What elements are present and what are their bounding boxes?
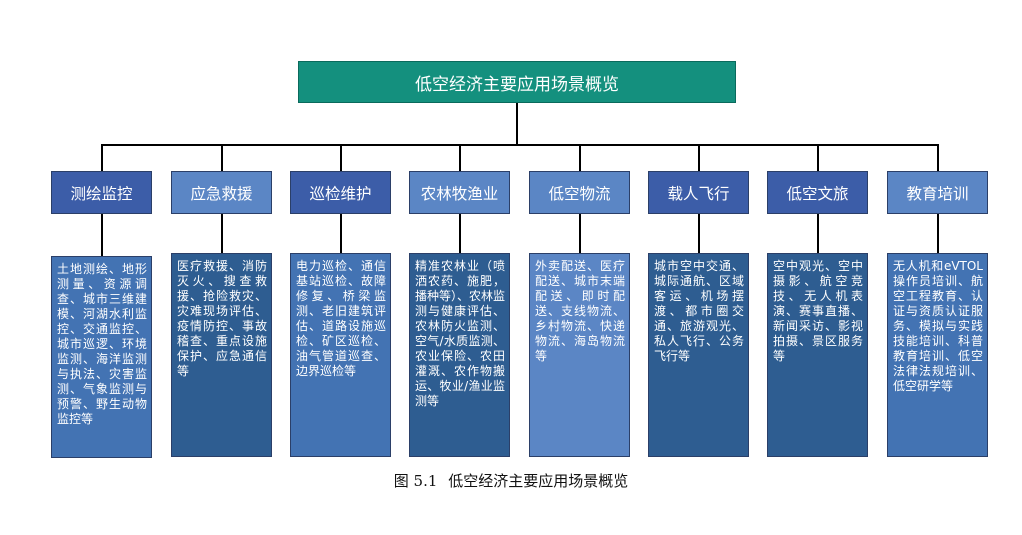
connector-sub-line	[221, 214, 223, 253]
category-description: 空中观光、空中摄影、航空竞技、无人机表演、赛事直播、新闻采访、影视拍摄、景区服务…	[767, 253, 868, 457]
category-description: 无人机和eVTOL操作员培训、航空工程教育、认证与资质认证服务、模拟与实践技能培…	[887, 253, 988, 457]
category-description: 电力巡检、通信基站巡检、故障修复、桥梁监测、老旧建筑评估、道路设施巡检、矿区巡检…	[290, 253, 391, 457]
connector-drop-line	[817, 144, 819, 171]
category-label: 巡检维护	[309, 184, 372, 203]
connector-sub-line	[698, 214, 700, 253]
connector-drop-line	[579, 144, 581, 171]
connector-sub-line	[579, 214, 581, 253]
figure-caption: 图 5.1 低空经济主要应用场景概览	[0, 470, 1022, 491]
category-label: 测绘监控	[70, 184, 133, 203]
category-description: 外卖配送、医疗配送、城市末端配送、即时配送、支线物流、乡村物流、快递物流、海岛物…	[529, 253, 630, 457]
category-description: 精准农林业（喷洒农药、施肥，播种等）、农林监测与健康评估、农林防火监测、空气/水…	[409, 253, 510, 457]
caption-title: 低空经济主要应用场景概览	[448, 472, 629, 490]
category-label: 应急救援	[190, 184, 253, 203]
connector-drop-line	[221, 144, 223, 171]
category-label: 教育培训	[906, 184, 969, 203]
category-label: 农林牧渔业	[420, 184, 499, 203]
category-box: 巡检维护	[290, 171, 391, 214]
category-box: 低空文旅	[767, 171, 868, 214]
connector-drop-line	[340, 144, 342, 171]
category-label: 低空物流	[548, 184, 611, 203]
connector-sub-line	[937, 214, 939, 253]
root-node: 低空经济主要应用场景概览	[298, 61, 736, 103]
connector-sub-line	[101, 214, 103, 256]
category-box: 载人飞行	[648, 171, 749, 214]
caption-number: 图 5.1	[393, 472, 438, 490]
category-label: 载人飞行	[667, 184, 730, 203]
category-label: 低空文旅	[786, 184, 849, 203]
category-description: 城市空中交通、城际通航、区域客运、机场摆渡、都市圈交通、旅游观光、私人飞行、公务…	[648, 253, 749, 457]
root-stem-line	[516, 103, 518, 145]
connector-drop-line	[698, 144, 700, 171]
connector-drop-line	[937, 144, 939, 171]
connector-drop-line	[459, 144, 461, 171]
connector-drop-line	[101, 144, 103, 171]
root-label: 低空经济主要应用场景概览	[415, 74, 619, 95]
category-box: 农林牧渔业	[409, 171, 510, 214]
category-description: 医疗救援、消防灭火、搜查救援、抢险救灾、灾难现场评估、疫情防控、事故稽查、重点设…	[171, 253, 272, 457]
connector-sub-line	[340, 214, 342, 253]
connector-sub-line	[817, 214, 819, 253]
category-box: 教育培训	[887, 171, 988, 214]
category-box: 应急救援	[171, 171, 272, 214]
category-description: 土地测绘、地形测量、资源调查、城市三维建模、河湖水利监控、交通监控、城市巡逻、环…	[51, 256, 152, 458]
category-box: 低空物流	[529, 171, 630, 214]
category-box: 测绘监控	[51, 171, 152, 214]
connector-sub-line	[459, 214, 461, 253]
horizontal-bus-line	[101, 144, 939, 146]
